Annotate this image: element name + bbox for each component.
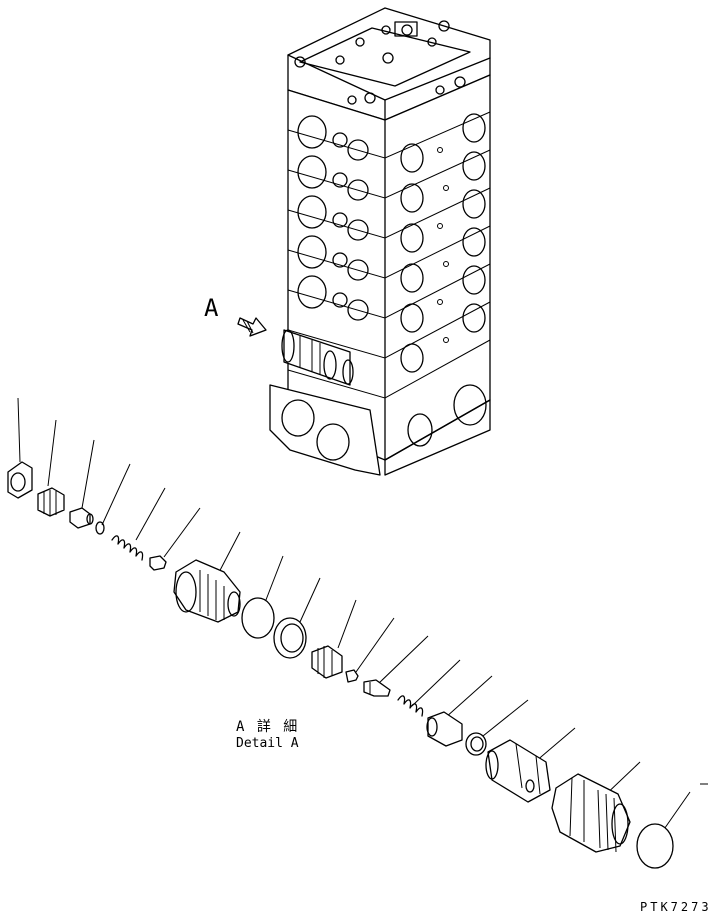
part-relief-body [173,559,241,623]
leader-lines [17,397,708,836]
control-valve-assembly [269,7,491,476]
part-small-plug [345,669,359,683]
part-spring-2 [397,695,424,717]
drawing-code: PTK7273 [640,900,712,914]
part-lock-nut [37,487,65,517]
part-spring-1 [111,535,144,561]
part-valve-body [485,739,551,803]
view-arrow [237,317,267,337]
part-o-ring [465,732,487,756]
part-adjust-screw [69,507,94,529]
exploded-parts [7,397,708,869]
part-seal-disc [241,597,275,639]
part-o-ring-small [95,521,105,535]
part-plug-housing [551,773,631,853]
part-piston-bolt [363,679,391,697]
view-marker-label: A [204,294,219,322]
part-hex-nut [7,461,33,499]
part-backup-ring [273,617,307,659]
part-piston [426,711,463,747]
spool-end-cap [281,329,354,386]
valve-base-block [269,384,491,476]
part-sleeve [311,645,343,679]
part-end-disc [636,823,674,869]
part-poppet [149,555,167,571]
detail-label-jp: A 詳 細 [236,719,300,735]
valve-top-block [287,7,491,121]
detail-label-en: Detail A [236,736,299,751]
